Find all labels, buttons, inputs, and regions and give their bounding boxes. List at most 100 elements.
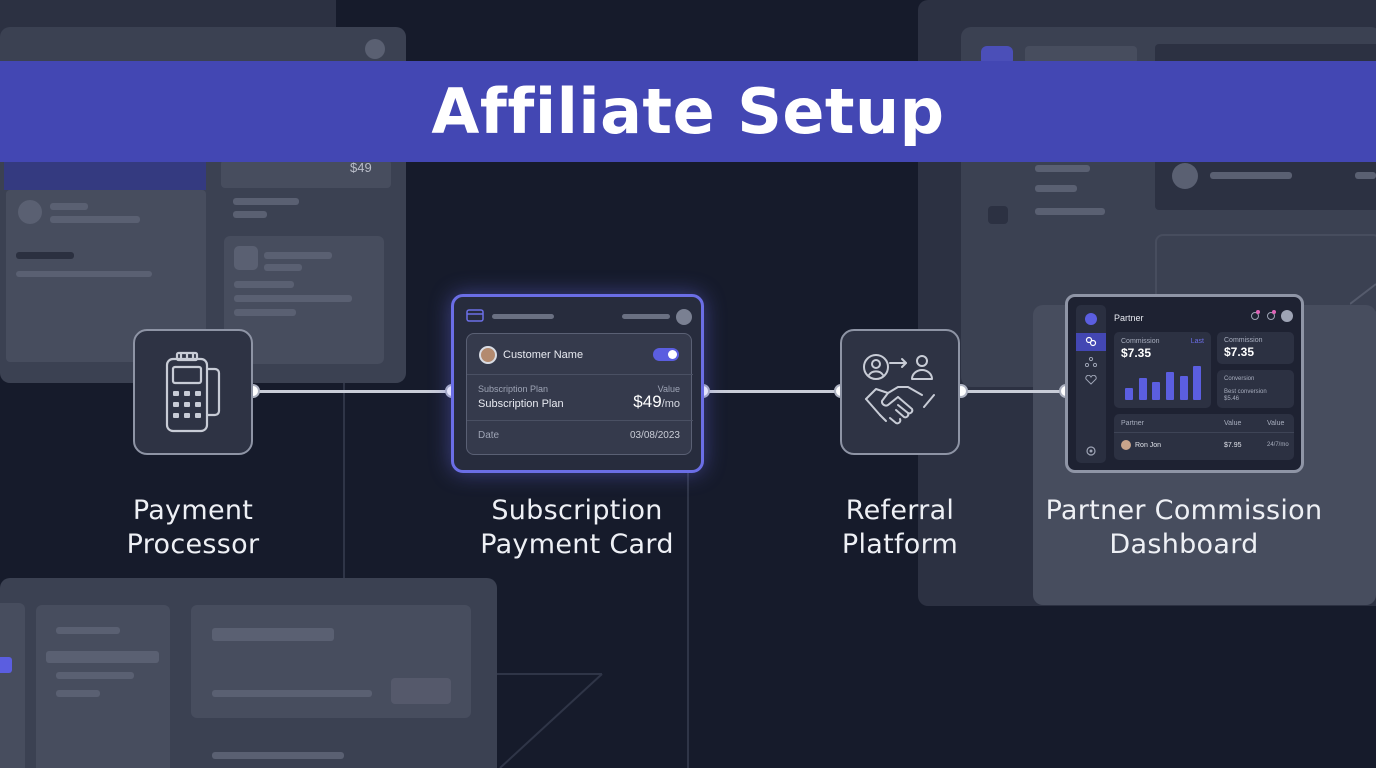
dashboard-title: Partner (1114, 313, 1144, 323)
conversion-line: $5.46 (1224, 396, 1240, 402)
network-icon[interactable] (1085, 357, 1097, 367)
commission-bar (1152, 382, 1160, 400)
bg-panel (221, 160, 391, 188)
price-value: $49 (633, 392, 662, 411)
commission-bar (1166, 372, 1174, 400)
connector-line (253, 390, 453, 393)
header-line (492, 314, 554, 319)
card-terminal-icon (165, 351, 221, 433)
logo-icon (1085, 313, 1097, 325)
value-caption: Value (657, 384, 680, 394)
partner-extra: 24/7/mo (1267, 442, 1289, 448)
toggle-knob (668, 350, 677, 359)
user-avatar[interactable] (1281, 310, 1293, 322)
conversion-line: Best conversion (1224, 389, 1267, 395)
message-icon[interactable] (1267, 312, 1275, 320)
commission-bar (1139, 378, 1147, 400)
settings-icon[interactable] (1085, 445, 1097, 457)
partner-value: $7.95 (1224, 442, 1242, 449)
bg-line (1035, 208, 1105, 215)
table-header: Partner (1121, 420, 1144, 427)
customer-name: Customer Name (503, 349, 584, 361)
label-line: Payment Card (480, 529, 674, 560)
credit-card-icon (466, 309, 484, 322)
summary-caption: Commission (1224, 337, 1263, 344)
label-line: Processor (126, 529, 260, 560)
label-line: Payment (132, 495, 254, 526)
bg-button (391, 678, 451, 704)
bg-line (56, 672, 134, 679)
bg-line (343, 383, 345, 583)
divider (1114, 432, 1294, 433)
partner-name: Ron Jon (1135, 442, 1162, 449)
heart-icon[interactable] (1085, 375, 1097, 385)
title-banner: Affiliate Setup (0, 61, 1376, 162)
table-header: Value (1267, 420, 1285, 427)
page-title: Affiliate Setup (431, 75, 945, 148)
referral-platform-label: Referral Platform (800, 494, 1000, 562)
subscription-toggle[interactable] (653, 348, 679, 361)
referral-platform-node (840, 329, 960, 455)
bg-line (56, 690, 100, 697)
bg-diagonal-lines (1350, 283, 1376, 305)
bg-line (1035, 185, 1077, 192)
bg-panel (4, 160, 206, 190)
commission-bar (1125, 388, 1133, 400)
bg-line (234, 309, 296, 316)
commission-caption: Commission (1121, 338, 1160, 345)
bg-line (46, 651, 159, 663)
bg-line (212, 690, 372, 697)
bg-line (212, 752, 344, 759)
payment-processor-label: Payment Processor (93, 494, 293, 562)
bg-line (687, 462, 689, 768)
plan-name: Subscription Plan (478, 398, 564, 410)
date-caption: Date (478, 430, 500, 441)
plan-caption: Subscription Plan (478, 384, 549, 394)
bg-line (1210, 172, 1292, 179)
bg-line (233, 198, 299, 205)
commission-bar (1193, 366, 1201, 400)
label-line: Referral (845, 495, 955, 526)
bg-line (264, 264, 302, 271)
commission-tag: Last (1190, 338, 1204, 345)
partner-table: Partner Value Value Ron Jon $7.95 24/7/m… (1114, 414, 1294, 460)
bg-line (1035, 165, 1090, 172)
label-line: Partner Commission (1045, 495, 1323, 526)
bg-line (233, 211, 267, 218)
conversion-caption: Conversion (1224, 376, 1255, 382)
label-line: Dashboard (1109, 529, 1259, 560)
subscription-details: Customer Name Subscription Plan Subscrip… (466, 333, 693, 455)
commission-summary-tile: Commission $7.35 (1217, 332, 1294, 364)
price-display: $49/mo (633, 392, 680, 412)
avatar[interactable] (676, 309, 692, 325)
price-unit: /mo (661, 398, 680, 410)
commission-bar-chart (1122, 360, 1204, 400)
partner-avatar (1121, 440, 1131, 450)
date-value: 03/08/2023 (629, 430, 680, 441)
bg-icon-square (234, 246, 258, 270)
connector-line (961, 390, 1066, 393)
commission-chart-tile: Commission Last $7.35 (1114, 332, 1211, 408)
bg-price-tag: $49 (350, 160, 372, 175)
subscription-card-label: Subscription Payment Card (447, 494, 707, 562)
notification-dot (1256, 310, 1260, 314)
bell-icon[interactable] (1251, 312, 1259, 320)
sidebar-item-partners[interactable] (1076, 333, 1106, 351)
conversion-tile: Conversion Best conversion $5.46 (1217, 370, 1294, 408)
header-line (622, 314, 670, 319)
bg-panel (1025, 46, 1137, 64)
handshake-referral-icon (863, 354, 935, 425)
bg-line (234, 281, 294, 288)
partner-dashboard-label: Partner Commission Dashboard (1034, 494, 1334, 562)
bg-line (16, 252, 74, 259)
customer-avatar (479, 346, 497, 364)
dashboard-sidebar (1076, 305, 1106, 463)
bg-avatar (365, 39, 385, 59)
label-line: Platform (841, 529, 959, 560)
bg-panel (0, 603, 25, 768)
bg-icon-square (988, 206, 1008, 224)
table-header: Value (1224, 420, 1242, 427)
bg-line (264, 252, 332, 259)
bg-accent-tab (0, 657, 12, 673)
bg-avatar (1172, 163, 1198, 189)
